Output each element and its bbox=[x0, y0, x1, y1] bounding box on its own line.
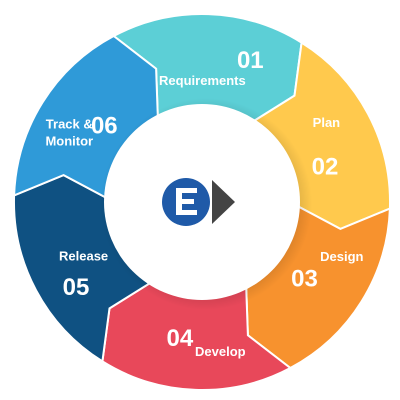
logo-arrow bbox=[212, 180, 235, 224]
segment-label-01: Requirements bbox=[159, 73, 246, 88]
segment-label-04: Develop bbox=[195, 344, 246, 359]
segment-label-06-line-2: Monitor bbox=[45, 134, 93, 149]
segment-label-03: Design bbox=[320, 249, 363, 264]
e-arrow-logo-icon bbox=[162, 178, 235, 226]
segment-number-02: 02 bbox=[312, 154, 339, 181]
segment-number-05: 05 bbox=[63, 274, 90, 301]
segment-label-06-line-1: Track & bbox=[46, 117, 93, 132]
logo-letter-e bbox=[176, 188, 197, 215]
segment-label-05: Release bbox=[59, 249, 108, 264]
segment-number-04: 04 bbox=[167, 325, 194, 352]
segment-label-02: Plan bbox=[313, 115, 341, 130]
segment-number-03: 03 bbox=[291, 266, 318, 293]
segment-number-01: 01 bbox=[237, 47, 264, 74]
segment-number-06: 06 bbox=[91, 113, 118, 140]
